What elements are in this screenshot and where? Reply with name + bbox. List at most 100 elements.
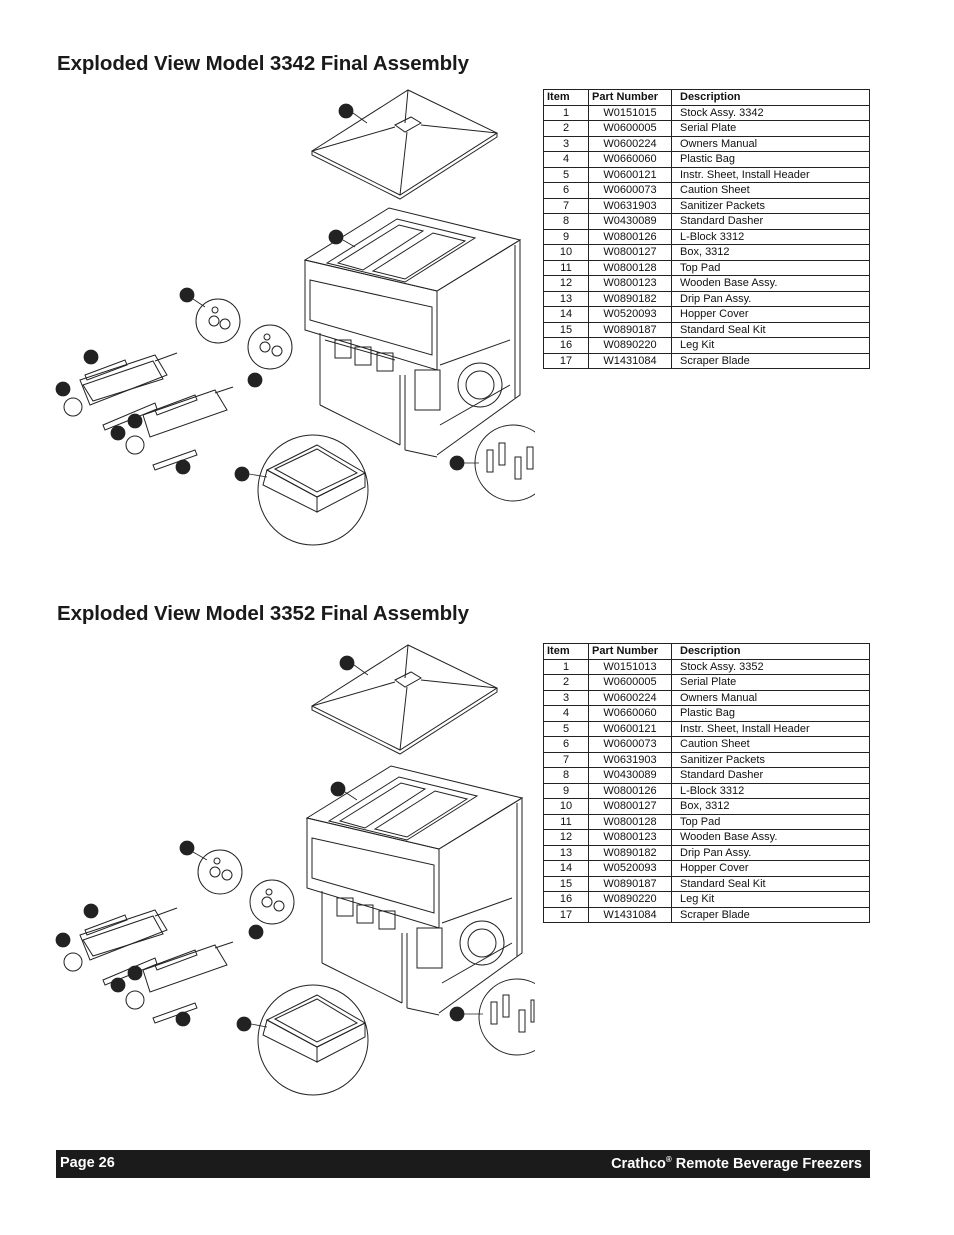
cell-part-number: W0800127 <box>588 798 672 815</box>
cell-item: 1 <box>543 658 589 675</box>
callout-label: 17 <box>179 1016 187 1023</box>
column-header-part-number: Part Number <box>588 89 672 106</box>
seal-kit-detail-illustration <box>195 298 241 344</box>
cell-part-number: W0151013 <box>588 658 672 675</box>
callout-label: 16 <box>453 1011 461 1018</box>
cell-part-number: W0800126 <box>588 782 672 799</box>
callout-label: 17 <box>131 970 139 977</box>
callout-label: 15 <box>252 929 260 936</box>
cell-description: Instr. Sheet, Install Header <box>671 720 870 737</box>
registered-mark: ® <box>665 1155 672 1164</box>
cell-description: Hopper Cover <box>671 860 870 877</box>
cell-item: 9 <box>543 782 589 799</box>
cell-item: 14 <box>543 860 589 877</box>
footer-product: Remote Beverage Freezers <box>671 1155 862 1172</box>
cell-part-number: W0600224 <box>588 689 672 706</box>
cell-description: Drip Pan Assy. <box>671 844 870 861</box>
cell-description: Standard Dasher <box>671 767 870 784</box>
callout-label: 8 <box>116 982 120 989</box>
cell-description: Wooden Base Assy. <box>671 829 870 846</box>
cell-item: 17 <box>543 906 589 923</box>
exploded-view-drawing-3352: 14 1 15 15 17 8 17 8 17 13 16 <box>55 644 535 1096</box>
cell-item: 13 <box>543 290 589 307</box>
column-header-item: Item <box>543 643 589 660</box>
footer-brand: Crathco <box>611 1155 666 1172</box>
dasher-illustration <box>63 907 234 1024</box>
cell-part-number: W0660060 <box>588 705 672 722</box>
column-header-item: Item <box>543 89 589 106</box>
cell-description: Scraper Blade <box>671 906 870 923</box>
cell-description: Sanitizer Packets <box>671 751 870 768</box>
cell-description: Instr. Sheet, Install Header <box>671 166 870 183</box>
cell-part-number: W0631903 <box>588 197 672 214</box>
table-header-row: Item Part Number Description <box>543 89 870 106</box>
callout-label: 8 <box>61 386 65 393</box>
cell-item: 13 <box>543 844 589 861</box>
cell-description: Wooden Base Assy. <box>671 275 870 292</box>
cell-part-number: W0151015 <box>588 104 672 121</box>
callout-label: 17 <box>179 464 187 471</box>
seal-kit-detail-illustration-2 <box>249 879 295 925</box>
cell-item: 2 <box>543 674 589 691</box>
cell-description: Serial Plate <box>671 674 870 691</box>
column-header-part-number: Part Number <box>588 643 672 660</box>
seal-kit-detail-illustration-2 <box>247 324 293 370</box>
cell-description: Standard Seal Kit <box>671 875 870 892</box>
cell-item: 11 <box>543 259 589 276</box>
cell-part-number: W0430089 <box>588 767 672 784</box>
cell-part-number: W0890220 <box>588 891 672 908</box>
cell-part-number: W1431084 <box>588 906 672 923</box>
cell-item: 17 <box>543 352 589 369</box>
cell-description: Box, 3312 <box>671 798 870 815</box>
cell-description: L-Block 3312 <box>671 782 870 799</box>
callout-label: 1 <box>334 234 338 241</box>
cell-part-number: W0600121 <box>588 720 672 737</box>
callout-label: 17 <box>87 354 95 361</box>
cell-item: 1 <box>543 104 589 121</box>
cell-part-number: W0800126 <box>588 228 672 245</box>
column-header-description: Description <box>671 643 870 660</box>
cell-description: Plastic Bag <box>671 705 870 722</box>
cell-item: 16 <box>543 891 589 908</box>
cell-part-number: W0430089 <box>588 213 672 230</box>
cell-item: 3 <box>543 135 589 152</box>
cell-part-number: W0800127 <box>588 244 672 261</box>
callout-label: 17 <box>87 908 95 915</box>
cell-description: Scraper Blade <box>671 352 870 369</box>
cell-description: Drip Pan Assy. <box>671 290 870 307</box>
cell-description: Leg Kit <box>671 891 870 908</box>
cell-description: Top Pad <box>671 259 870 276</box>
callout-label: 13 <box>238 471 246 478</box>
callout-label: 16 <box>453 460 461 467</box>
cell-description: L-Block 3312 <box>671 228 870 245</box>
cell-item: 8 <box>543 767 589 784</box>
cell-description: Plastic Bag <box>671 151 870 168</box>
cell-item: 14 <box>543 306 589 323</box>
cell-description: Owners Manual <box>671 689 870 706</box>
cell-item: 12 <box>543 829 589 846</box>
cell-item: 5 <box>543 166 589 183</box>
cell-item: 7 <box>543 197 589 214</box>
cell-description: Standard Seal Kit <box>671 321 870 338</box>
cell-item: 11 <box>543 813 589 830</box>
drip-pan-detail-illustration <box>257 434 369 546</box>
drip-pan-detail-illustration <box>257 984 369 1096</box>
